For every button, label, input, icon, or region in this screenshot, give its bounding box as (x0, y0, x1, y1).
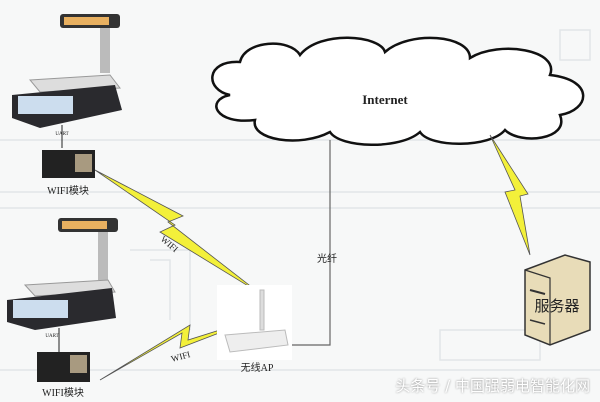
lightning-icon (94, 169, 259, 293)
fiber-label: 光纤 (317, 252, 337, 265)
uart-label-2: UART (45, 334, 58, 339)
weighing-scale-1: UART WIFI模块 (12, 14, 122, 197)
wifi-module-2 (37, 352, 90, 382)
wifi-module-label-1: WIFI模块 (47, 185, 89, 197)
internet-cloud: Internet (211, 36, 585, 146)
wifi-module-label-2: WIFI模块 (42, 387, 84, 399)
watermark: 头条号 / 中国强弱电智能化网 (395, 377, 590, 395)
wireless-ap: 无线AP (217, 285, 292, 374)
weighing-scale-2: UART WIFI模块 (7, 218, 118, 399)
wifi-module-1 (42, 150, 95, 178)
internet-label: Internet (362, 92, 408, 107)
fiber-link: 光纤 (292, 140, 337, 346)
server-link (489, 134, 531, 256)
wifi-link-1: WIFI (94, 169, 259, 293)
lightning-icon (489, 134, 531, 256)
wifi-label-2: WIFI (170, 349, 191, 364)
server: 服务器 (524, 254, 591, 346)
uart-label-1: UART (55, 132, 68, 137)
server-label: 服务器 (534, 298, 579, 315)
ap-label: 无线AP (241, 361, 274, 374)
